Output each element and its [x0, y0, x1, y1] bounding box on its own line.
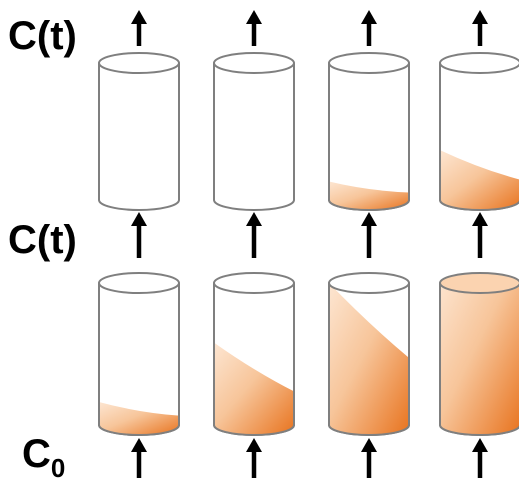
inlet-arrow-3-head — [361, 438, 377, 452]
column-row2-4-fill — [440, 273, 519, 435]
inlet-arrow-1-head — [131, 438, 147, 452]
flow-arrow-middle-3-head — [361, 212, 377, 226]
column-row1-2-top — [213, 52, 295, 74]
inlet-concentration-label: C0 — [22, 432, 66, 483]
column-row1-3 — [328, 52, 410, 211]
column-row1-1 — [98, 52, 180, 211]
column-row2-3-fill — [329, 283, 409, 435]
column-row2-3-base — [328, 424, 410, 436]
column-row1-1-body — [98, 63, 180, 211]
column-row2-2-fill — [214, 342, 294, 435]
column-row1-4 — [439, 52, 519, 211]
inlet-arrow-2-head — [246, 438, 262, 452]
column-row1-2-body — [213, 63, 295, 211]
flow-arrow-middle-1-head — [131, 212, 147, 226]
column-row2-2-top — [213, 272, 295, 294]
column-row2-4-top — [439, 272, 519, 294]
column-row2-2-base — [213, 424, 295, 436]
column-row2-1-top — [98, 272, 180, 294]
flow-arrow-middle-4-head — [472, 212, 488, 226]
column-row1-3-base — [328, 199, 410, 211]
column-row2-3-top — [328, 272, 410, 294]
outlet-arrow-top-3-head — [361, 10, 377, 24]
inlet-arrow-4-head — [472, 438, 488, 452]
flow-arrow-middle-2-head — [246, 212, 262, 226]
column-row1-3-top — [328, 52, 410, 74]
column-row2-2 — [213, 272, 295, 436]
column-row2-1-fill — [99, 401, 179, 435]
outlet-arrow-top-4-head — [472, 10, 488, 24]
column-row1-4-top — [439, 52, 519, 74]
column-row1-4-base — [439, 199, 519, 211]
column-row2-3 — [328, 272, 410, 436]
outlet-arrow-top-1-head — [131, 10, 147, 24]
column-row2-1 — [98, 272, 180, 436]
column-row1-1-top — [98, 52, 180, 74]
column-row1-4-fill — [440, 150, 519, 210]
column-row2-1-base — [98, 424, 180, 436]
column-row2-4 — [439, 272, 519, 436]
column-row2-4-base — [439, 424, 519, 436]
column-row1-3-fill — [329, 181, 409, 210]
outlet-arrow-top-2-head — [246, 10, 262, 24]
outlet-concentration-label-middle: C(t) — [8, 218, 77, 262]
column-row1-2 — [213, 52, 295, 211]
outlet-concentration-label-top: C(t) — [8, 14, 77, 58]
